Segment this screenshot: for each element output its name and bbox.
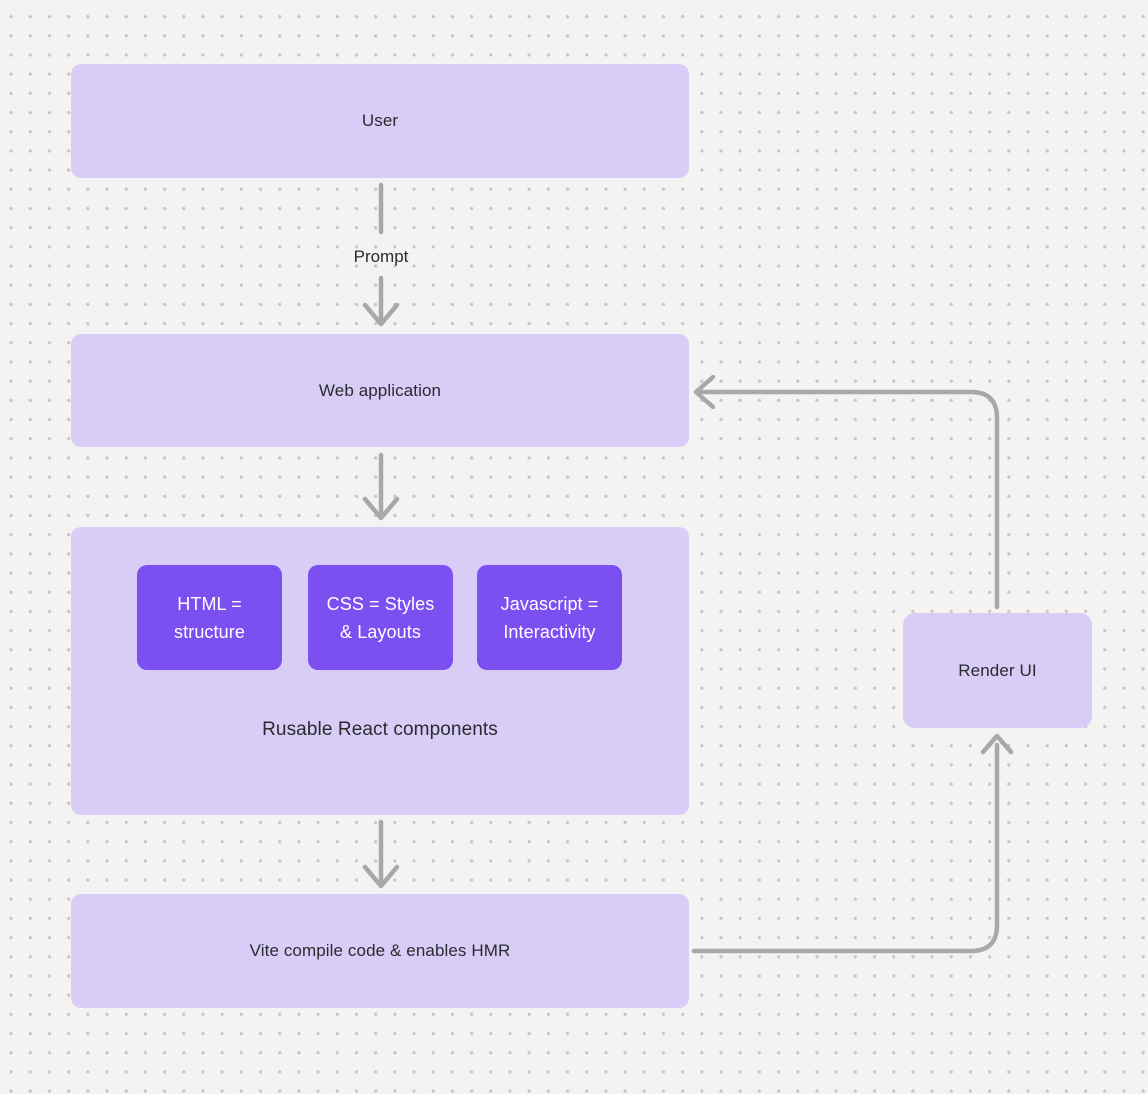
css-label-line1: CSS = Styles — [326, 593, 435, 614]
js-label-line1: Javascript = — [500, 593, 599, 614]
node-javascript-interactivity[interactable]: Javascript = Interactivity — [477, 565, 622, 670]
node-render-ui-label: Render UI — [958, 660, 1037, 680]
node-css-styles[interactable]: CSS = Styles & Layouts — [308, 565, 453, 670]
components-group-caption: Rusable React components — [262, 719, 498, 740]
arrow-webapp-to-components — [362, 452, 400, 521]
js-label-line2: Interactivity — [503, 621, 596, 642]
node-web-application[interactable]: Web application — [71, 334, 689, 447]
node-user-label: User — [361, 111, 399, 130]
arrow-render-to-webapp — [693, 374, 1000, 610]
arrow-components-to-vite — [362, 819, 400, 889]
node-html-structure[interactable]: HTML = structure — [137, 565, 282, 670]
html-label-line2: structure — [174, 621, 245, 642]
node-user[interactable]: User — [71, 64, 689, 178]
node-components-group[interactable]: HTML = structure CSS = Styles & Layouts … — [71, 527, 689, 815]
css-label-line2: & Layouts — [340, 621, 421, 642]
node-render-ui[interactable]: Render UI — [903, 613, 1092, 728]
html-label-line1: HTML = — [177, 593, 242, 614]
arrow-vite-to-render — [691, 733, 1014, 954]
node-vite[interactable]: Vite compile code & enables HMR — [71, 894, 689, 1008]
node-vite-label: Vite compile code & enables HMR — [249, 941, 511, 960]
edge-label-prompt: Prompt — [353, 247, 409, 266]
node-web-application-label: Web application — [318, 380, 442, 400]
